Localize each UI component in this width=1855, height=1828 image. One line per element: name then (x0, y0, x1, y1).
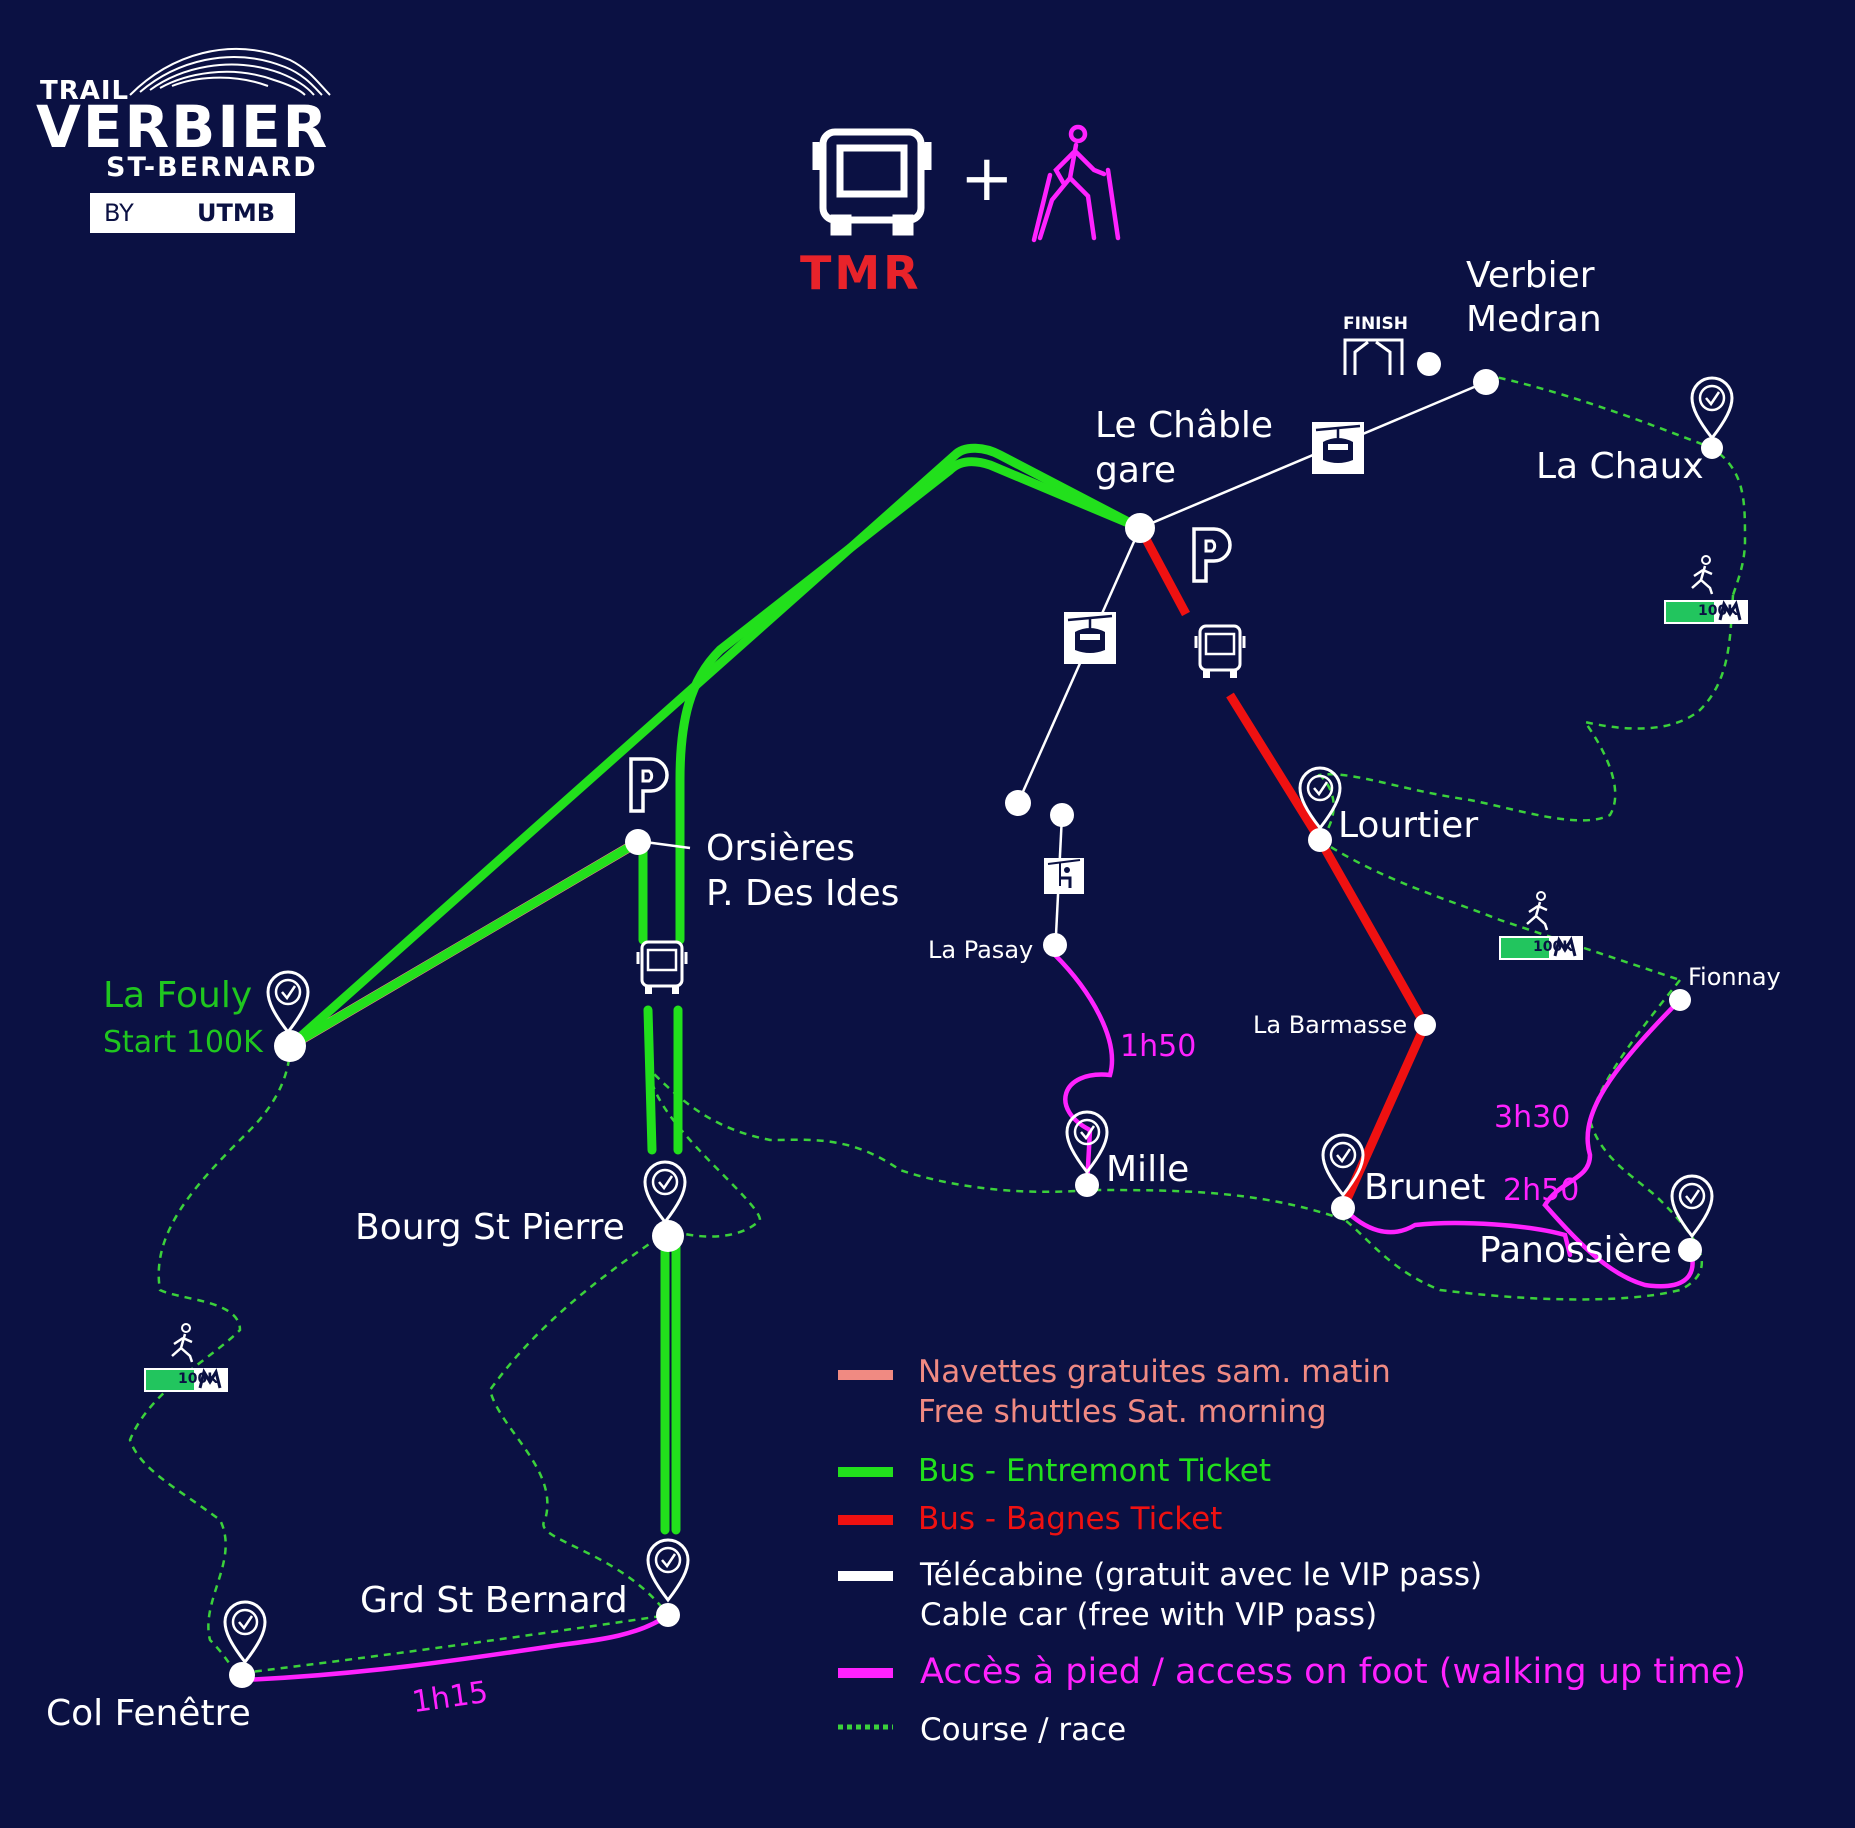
checkpoint-pin-icon (266, 970, 310, 1034)
legend-cable-car-en: Cable car (free with VIP pass) (920, 1597, 1378, 1634)
label-p-des-ides: P. Des Ides (706, 873, 900, 914)
parking-icon (629, 757, 669, 813)
label-brunet: Brunet (1364, 1167, 1486, 1208)
label-col-fenetre: Col Fenêtre (46, 1693, 251, 1734)
label-la-barmasse: La Barmasse (1253, 1011, 1408, 1039)
badge-100k-text: 100K (1698, 603, 1739, 619)
legend-shuttle: Navettes gratuites sam. matin Free shutt… (918, 1352, 1391, 1433)
legend-cable-car-fr: Télécabine (gratuit avec le VIP pass) (920, 1557, 1483, 1593)
logo-by-utmb: BY UTMB (90, 193, 295, 233)
foot-routes (239, 952, 1695, 1683)
badge-100k-text: 100K (1533, 939, 1574, 955)
header-bus-icon (812, 128, 932, 236)
legend-foot: Accès à pied / access on foot (walking u… (920, 1652, 1747, 1692)
checkpoint-pin-icon (223, 1600, 267, 1664)
chairlift-icon (1042, 856, 1086, 896)
legend-shuttle-fr: Navettes gratuites sam. matin (918, 1354, 1391, 1390)
checkpoint-pin-icon (1670, 1174, 1714, 1238)
walk-time-mille: 1h50 (1120, 1029, 1197, 1064)
logo-utmb-text: UTMB (196, 199, 275, 227)
logo-contour-graphic (129, 48, 331, 96)
legend-race: Course / race (920, 1712, 1127, 1748)
entremont-bus-lines (285, 443, 1145, 1535)
legend-shuttle-en: Free shuttles Sat. morning (918, 1394, 1327, 1431)
badge-100k-text: 100K (178, 1371, 219, 1387)
label-grd-st-bernard: Grd St Bernard (360, 1580, 628, 1621)
label-le-chable: Le Châble (1095, 405, 1274, 446)
logo-st-bernard-text: ST-BERNARD (106, 152, 318, 183)
gondola-icon (1310, 420, 1366, 476)
label-fionnay: Fionnay (1688, 963, 1781, 991)
bus-icon (1194, 624, 1246, 680)
cable-car-lines (1016, 380, 1487, 956)
label-bourg-st-pierre: Bourg St Pierre (355, 1207, 625, 1248)
header-plus-sign: + (960, 142, 1014, 216)
label-gare: gare (1095, 450, 1177, 491)
bagnes-bus-line (1136, 525, 1431, 1210)
legend-swatches (838, 1370, 893, 1730)
label-la-fouly: La Fouly (103, 975, 253, 1016)
legend-entremont-bus: Bus - Entremont Ticket (918, 1453, 1272, 1489)
label-finish: FINISH (1343, 314, 1408, 334)
walk-time-panossiere: 3h30 (1494, 1100, 1571, 1135)
logo-verbier-text: VERBIER (36, 93, 330, 161)
finish-gate-icon (1343, 338, 1404, 375)
walk-time-brunet: 2h50 (1503, 1173, 1580, 1208)
checkpoint-pin-icon (643, 1160, 687, 1224)
header-hiker-icon (1031, 124, 1121, 243)
label-start-100k: Start 100K (103, 1025, 263, 1060)
stops (229, 352, 1723, 1688)
legend-cable-car: Télécabine (gratuit avec le VIP pass) Ca… (920, 1555, 1482, 1636)
bus-icon (636, 940, 688, 996)
label-la-chaux: La Chaux (1536, 446, 1704, 487)
logo-trail-text: TRAIL (40, 76, 130, 106)
legend-bagnes-bus: Bus - Bagnes Ticket (918, 1501, 1223, 1537)
checkpoint-pin-icon (1690, 376, 1734, 440)
label-panossiere: Panossière (1479, 1230, 1672, 1271)
parking-icon (1192, 527, 1232, 583)
checkpoint-pin-icon (646, 1538, 690, 1602)
label-la-pasay: La Pasay (928, 936, 1034, 964)
label-medran: Medran (1466, 299, 1602, 340)
label-orsieres: Orsières (706, 828, 855, 869)
tmr-logo-text: TMR (800, 246, 922, 300)
label-lourtier: Lourtier (1338, 805, 1479, 846)
label-verbier: Verbier (1466, 255, 1595, 296)
label-mille: Mille (1106, 1149, 1190, 1190)
logo-by-text: BY (104, 199, 134, 227)
gondola-icon (1062, 610, 1118, 666)
